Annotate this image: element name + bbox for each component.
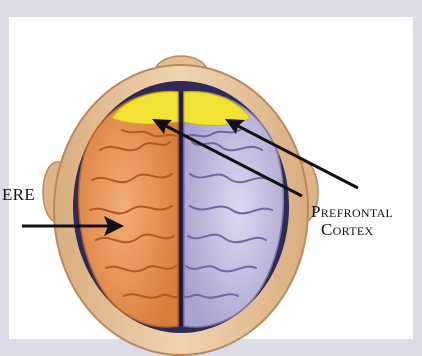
left-hemisphere-label: ERE (2, 186, 35, 204)
prefrontal-label-line1: Prefrontal (311, 203, 393, 221)
prefrontal-cortex-label: Prefrontal Cortex (311, 203, 393, 239)
prefrontal-label-line2: Cortex (311, 221, 393, 239)
